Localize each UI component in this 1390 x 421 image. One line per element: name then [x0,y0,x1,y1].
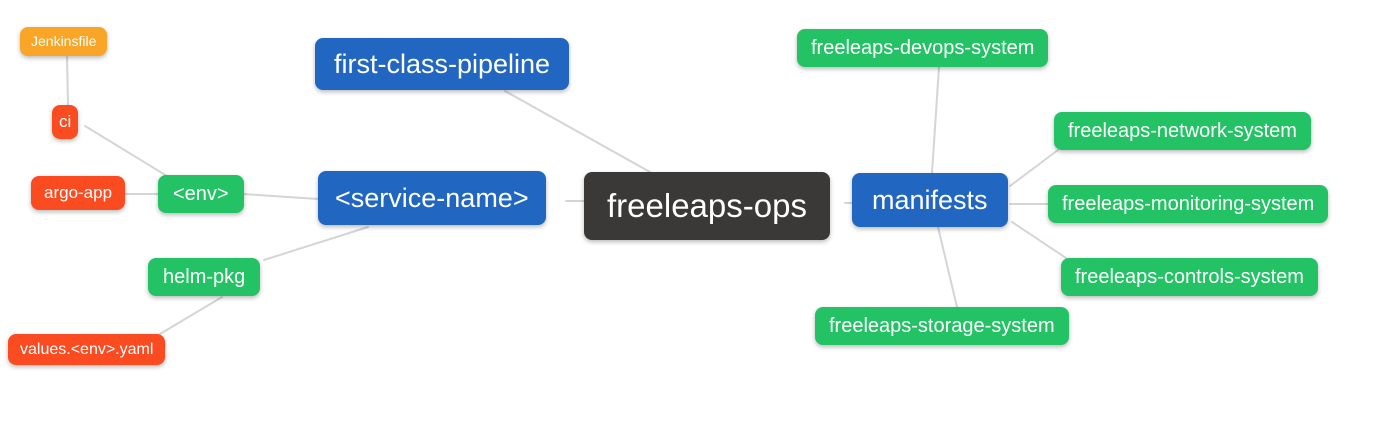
node-freeleaps-devops-system[interactable]: freeleaps-devops-system [797,29,1049,67]
node-manifests[interactable]: manifests [852,173,1008,228]
edge-env-service-name [242,193,319,200]
node-jenkinsfile[interactable]: Jenkinsfile [20,27,108,56]
node-argo-app[interactable]: argo-app [31,176,126,211]
node-freeleaps-network-system[interactable]: freeleaps-network-system [1054,112,1311,150]
edge-jenkinsfile-ci [66,56,69,106]
edge-manifests-controls [1011,221,1067,259]
node-ci[interactable]: ci [52,105,79,140]
node-values-env-yaml[interactable]: values.<env>.yaml [8,334,166,366]
edge-manifests-storage [937,226,958,308]
node-freeleaps-ops[interactable]: freeleaps-ops [584,172,830,240]
node-freeleaps-monitoring-system[interactable]: freeleaps-monitoring-system [1048,185,1329,223]
node-first-class-pipeline[interactable]: first-class-pipeline [315,38,570,91]
node-freeleaps-storage-system[interactable]: freeleaps-storage-system [815,307,1069,345]
edge-first-class-pipeline-ops [504,90,651,173]
node-env[interactable]: <env> [158,175,244,213]
node-helm-pkg[interactable]: helm-pkg [148,258,261,296]
node-service-name[interactable]: <service-name> [318,171,546,226]
node-freeleaps-controls-system[interactable]: freeleaps-controls-system [1061,258,1318,296]
edge-manifests-network [1009,149,1059,187]
edge-ci-env [84,125,168,177]
edge-manifests-devops [931,66,940,174]
edge-helm-pkg-service-name [263,226,369,261]
edge-values-helm-pkg [159,296,223,335]
